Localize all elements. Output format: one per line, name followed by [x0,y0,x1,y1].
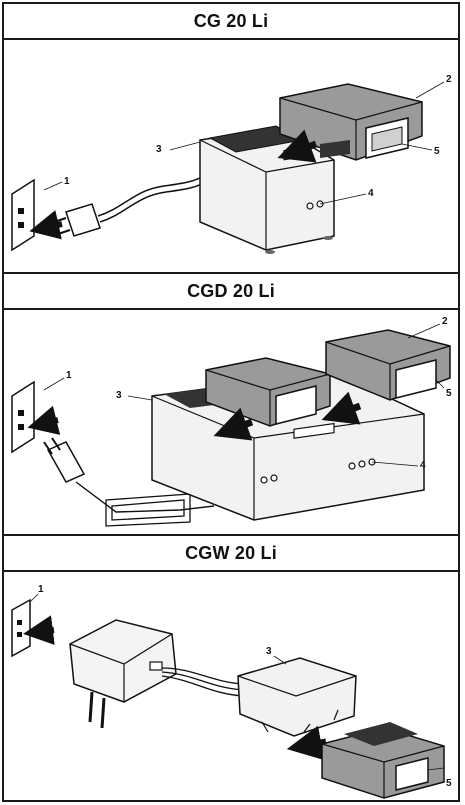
callout-4: 4 [368,188,374,199]
battery-pack-icon [325,329,451,401]
callout-2: 2 [442,316,448,327]
panel-title: CGD 20 Li [187,280,275,301]
callout-3: 3 [116,390,122,401]
callout-4: 4 [420,460,426,471]
callout-2: 2 [446,74,452,85]
panel-cgd-20-li: CGD 20 Li [2,274,460,536]
callout-5: 5 [446,778,452,789]
wall-socket-icon [11,598,31,658]
power-cord [161,667,245,685]
callout-5: 5 [434,146,440,157]
cg-diagram: 1 2 3 4 5 [11,74,452,254]
insert-arrow-icon [277,129,318,163]
battery-pack-icon [279,83,423,161]
cgw-diagram: 1 3 5 [11,584,452,799]
power-cord [75,481,215,513]
insert-arrow-icon [286,725,327,761]
panel-cgw-20-li: CGW 20 Li [2,536,460,802]
plug-icon [43,437,86,483]
insert-arrow-icon [321,391,362,425]
cgw-20-li-illustration: 1 3 5 [4,572,458,802]
callout-1: 1 [64,176,70,187]
wall-adapter-icon [69,619,177,729]
panel-title-bar: CG 20 Li [4,4,458,40]
panel-title: CGW 20 Li [185,542,277,563]
callout-1: 1 [38,584,44,595]
panel-cg-20-li: CG 20 Li [2,2,460,274]
wall-socket-icon [11,380,35,454]
insert-arrow-icon [213,407,254,441]
callout-3: 3 [156,144,162,155]
wall-socket-icon [11,178,35,252]
cgd-20-li-illustration: 1 2 3 4 5 [4,310,458,536]
power-cord [97,177,201,217]
plug-arrow-icon [23,615,55,646]
callout-1: 1 [66,370,72,381]
charger-cradle-icon [237,657,357,737]
panel-title-bar: CGW 20 Li [4,536,458,572]
cg-20-li-illustration: 1 2 3 4 5 [4,40,458,276]
plug-arrow-icon [29,210,63,240]
panel-title-bar: CGD 20 Li [4,274,458,310]
plug-arrow-icon [27,405,61,435]
cgd-diagram: 1 2 3 4 5 [11,316,452,527]
callout-3: 3 [266,646,272,657]
battery-pack-icon [321,722,445,799]
panel-title: CG 20 Li [193,10,269,31]
plug-icon [53,203,101,237]
callout-5: 5 [446,388,452,399]
